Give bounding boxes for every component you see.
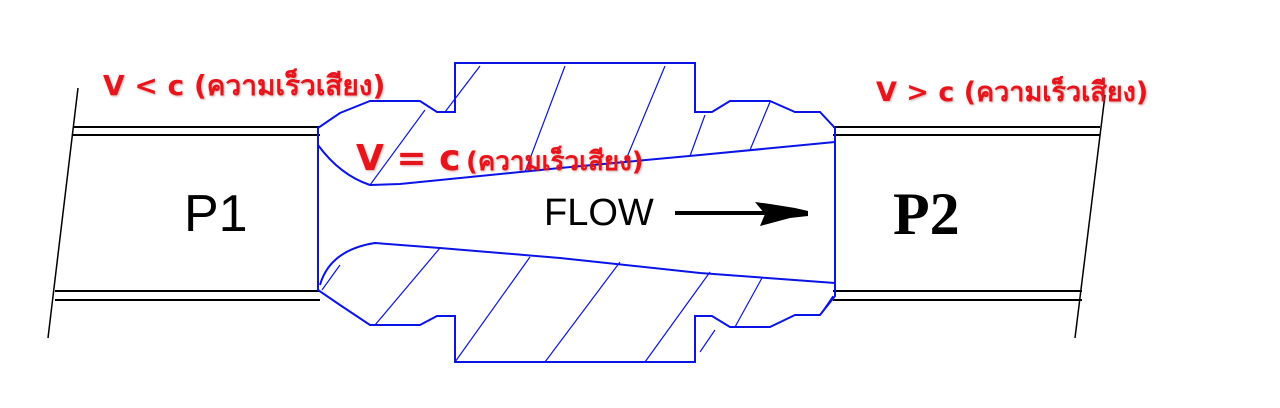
throat-velocity-note: (ความเร็วเสียง) xyxy=(466,147,644,177)
throat-velocity-label: V = c (ความเร็วเสียง) xyxy=(356,138,644,182)
upstream-velocity-label: V < c (ความเร็วเสียง) xyxy=(103,69,386,102)
pipes xyxy=(47,87,1106,339)
downstream-velocity-label: V > c (ความเร็วเสียง) xyxy=(876,77,1149,108)
p1-label: P1 xyxy=(184,185,248,243)
p2-label: P2 xyxy=(893,181,960,247)
upper-inner-contour xyxy=(317,141,836,187)
flow-arrow xyxy=(675,202,808,226)
throat-velocity-main: V = c xyxy=(356,138,461,179)
nozzle xyxy=(317,62,836,363)
right-break-line xyxy=(1074,94,1106,339)
nozzle-outline xyxy=(317,62,836,363)
left-break-line xyxy=(47,87,79,339)
lower-inner-contour xyxy=(319,241,836,286)
flow-label: FLOW xyxy=(544,192,654,234)
hatching xyxy=(321,65,834,363)
